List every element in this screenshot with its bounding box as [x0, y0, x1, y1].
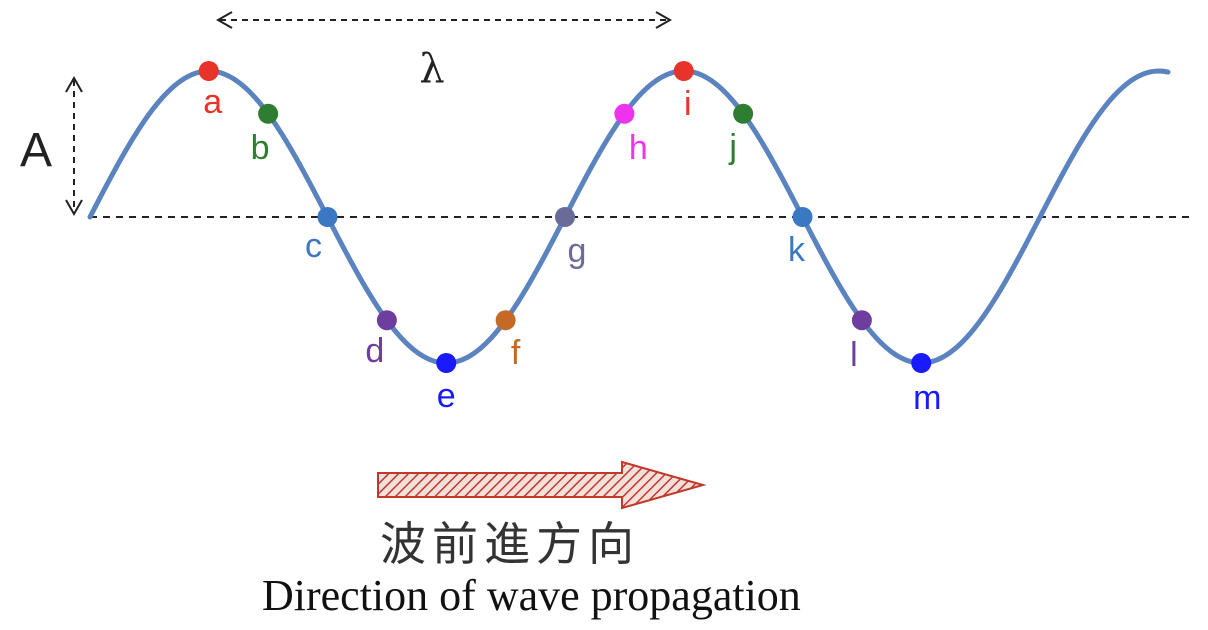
point-label-m: m — [913, 379, 941, 417]
point-label-j: j — [728, 128, 737, 166]
point-label-b: b — [251, 129, 270, 167]
point-label-c: c — [305, 227, 322, 265]
wave-points: ab c d e f g hij k l m — [198, 61, 941, 417]
point-label-l: l — [850, 336, 858, 374]
point-h — [614, 103, 635, 124]
point-label-h: h — [629, 129, 648, 167]
propagation-arrow — [377, 460, 707, 510]
amplitude-arrow — [65, 75, 83, 217]
point-a — [198, 61, 219, 81]
point-label-i: i — [684, 85, 692, 123]
wavelength-label: λ — [419, 46, 444, 92]
point-f — [495, 310, 516, 331]
point-label-k: k — [788, 231, 806, 269]
point-label-g: g — [568, 232, 587, 270]
point-label-d: d — [365, 332, 384, 370]
wavelength-arrow — [215, 11, 673, 29]
point-label-e: e — [437, 377, 456, 415]
point-j — [733, 103, 754, 124]
point-g — [555, 207, 575, 227]
point-e — [436, 353, 457, 373]
point-d — [376, 310, 397, 331]
point-label-a: a — [203, 83, 222, 121]
direction-label-zh: 波前進方向 — [380, 517, 640, 571]
amplitude-label: A — [20, 124, 52, 177]
point-i — [673, 61, 694, 81]
point-m — [911, 353, 932, 373]
point-k — [792, 207, 813, 227]
point-l — [851, 310, 872, 331]
point-label-f: f — [511, 334, 521, 372]
point-c — [317, 207, 338, 227]
point-b — [258, 103, 279, 124]
direction-label-en: Direction of wave propagation — [262, 571, 801, 620]
